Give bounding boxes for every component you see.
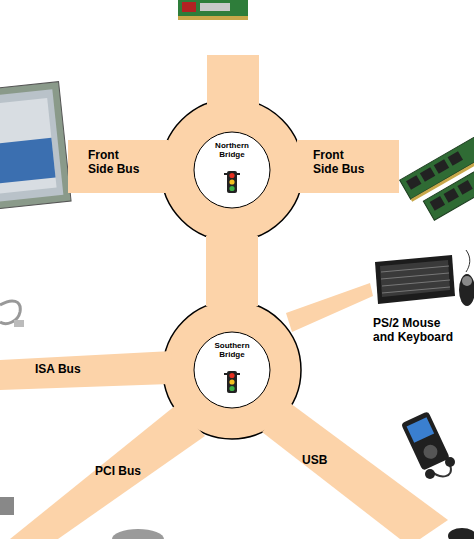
device [112, 529, 164, 539]
bus-label: PCI Bus [95, 464, 165, 478]
roundabout-island [194, 332, 270, 408]
road [207, 55, 259, 105]
cpu-chip [0, 82, 71, 210]
roundabout: Northern Bridge [160, 98, 304, 242]
node-label: Southern Bridge [204, 341, 260, 359]
mp3-player [401, 411, 455, 479]
device [0, 497, 14, 515]
traffic-light [224, 371, 240, 393]
mouse [459, 250, 474, 306]
roundabout-island [194, 132, 270, 208]
cable [0, 301, 24, 327]
roundabout-ring [161, 99, 303, 241]
bus-label: Front Side Bus [88, 148, 140, 176]
road [10, 405, 205, 539]
bus-label: ISA Bus [35, 362, 105, 376]
road [262, 403, 448, 539]
road [297, 140, 399, 193]
road [0, 351, 172, 390]
bus-road [206, 236, 258, 306]
road [286, 283, 373, 332]
node-label: Northern Bridge [204, 141, 260, 159]
road [68, 140, 168, 193]
keyboard [375, 255, 455, 304]
traffic-light [224, 171, 240, 193]
graphics-card [178, 0, 248, 20]
roundabout-shape [160, 98, 304, 242]
bus-label: Front Side Bus [313, 148, 365, 176]
bus-label: USB [302, 453, 342, 467]
bus-label: PS/2 Mouse and Keyboard [373, 316, 463, 344]
device [448, 528, 474, 539]
ram-modules [400, 130, 474, 225]
